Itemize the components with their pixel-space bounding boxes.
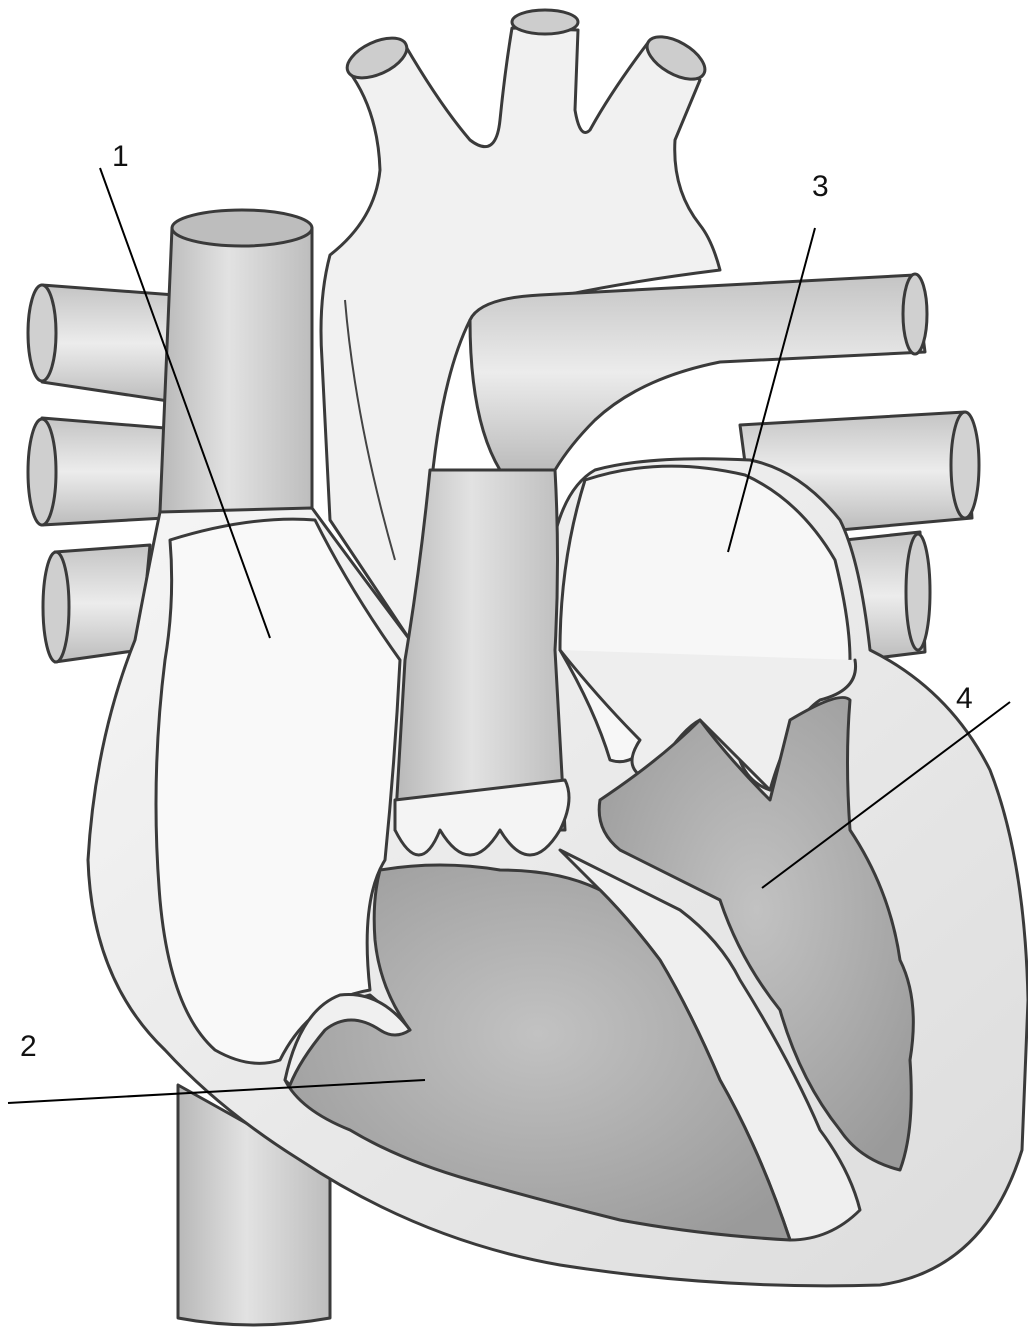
label-3: 3 (812, 170, 829, 203)
label-2: 2 (20, 1030, 37, 1063)
superior-vena-cava (160, 217, 312, 521)
label-1: 1 (112, 140, 129, 173)
label-4: 4 (956, 682, 973, 715)
pulmonary-artery-opening (903, 274, 927, 354)
superior-vena-cava-opening (172, 210, 312, 246)
